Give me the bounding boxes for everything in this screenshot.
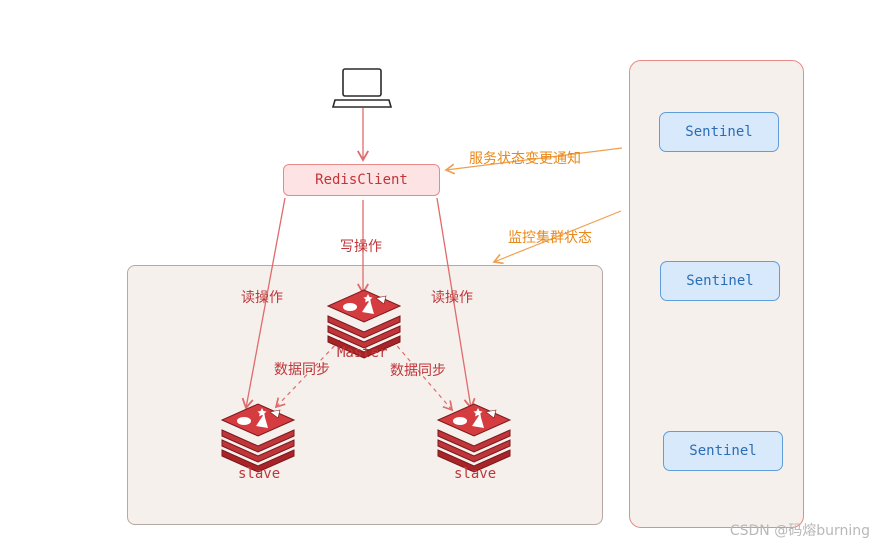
label-write: 写操作: [340, 239, 382, 255]
edge-notify: [444, 147, 623, 175]
sentinel-label: Sentinel: [685, 124, 753, 140]
slave-right-label: slave: [454, 466, 497, 482]
sentinel-label: Sentinel: [689, 443, 757, 459]
watermark: CSDN @码熔burning: [729, 523, 870, 539]
edge-read-left: [241, 197, 286, 410]
sentinel-label: Sentinel: [686, 273, 754, 289]
redis-slave-right-icon: [437, 403, 511, 473]
label-notify: 服务状态变更通知: [469, 151, 581, 167]
label-read-right: 读操作: [431, 290, 473, 306]
redis-client-node: RedisClient: [283, 164, 440, 196]
laptop-icon: [331, 68, 393, 108]
slave-left-label: slave: [238, 466, 281, 482]
label-read-left: 读操作: [241, 290, 283, 306]
redis-client-label: RedisClient: [315, 172, 408, 188]
label-sync-left: 数据同步: [274, 362, 330, 378]
sentinel-node-2: Sentinel: [660, 261, 780, 301]
edge-read-right: [436, 197, 476, 410]
sentinel-node-1: Sentinel: [659, 112, 779, 152]
label-monitor: 监控集群状态: [508, 230, 592, 246]
edge-monitor: [492, 210, 622, 265]
redis-slave-left-icon: [221, 403, 295, 473]
label-sync-right: 数据同步: [390, 363, 446, 379]
sentinel-node-3: Sentinel: [663, 431, 783, 471]
master-label: Master: [337, 345, 388, 361]
